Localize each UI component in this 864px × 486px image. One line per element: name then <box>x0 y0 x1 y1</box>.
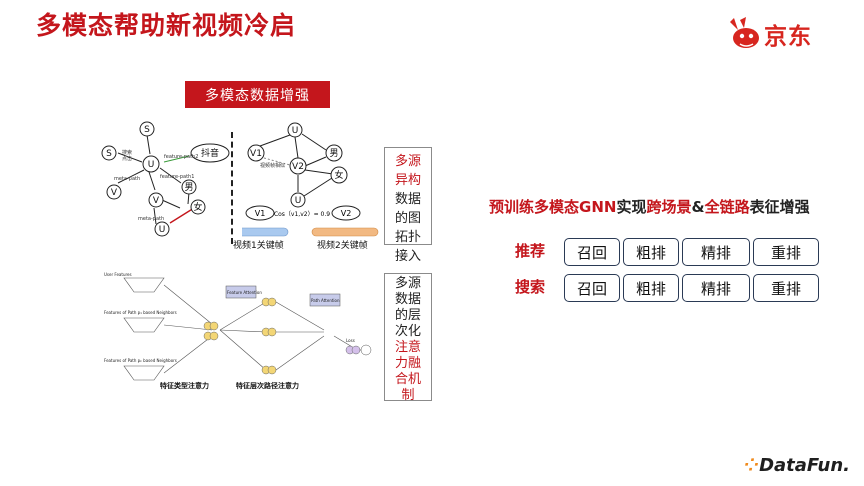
jd-logo: 京东 <box>726 14 834 52</box>
frame-similarity: V1 V2 Cos（v1,v2）= 0.9 <box>242 205 379 237</box>
frames1-caption: 视频1关键帧 <box>233 241 284 251</box>
headline-part-4: 跨场景 <box>646 198 692 216</box>
headline: 预训练多模态GNN实现跨场景&全链路表征增强 <box>489 196 810 217</box>
label-top-line-3: 数据 <box>394 192 421 207</box>
node-u-center: U <box>148 160 155 170</box>
label-top-line-5: 拓扑 <box>394 230 421 245</box>
label-bottom-line-6: 力融 <box>394 356 421 371</box>
headline-part-6: 全链路 <box>704 198 750 216</box>
rnode-u-top: U <box>292 126 299 136</box>
stage-fine-rank-recommend: 精排 <box>682 238 750 266</box>
node-v-left: V <box>111 188 118 198</box>
attention-network-diagram: User Features Features of Path p₁ based … <box>104 272 372 390</box>
net-pathk-features: Features of Path pₖ based Neighbors <box>104 358 177 363</box>
label-bottom-line-7: 合机 <box>394 372 421 387</box>
node-s-left: S <box>106 149 112 159</box>
label-topology: 多源 异构 数据 的图 拓扑 接入 <box>384 147 432 264</box>
label-bottom-line-4: 次化 <box>394 324 421 339</box>
edge-featurepath-b: feature-path2 <box>164 154 198 160</box>
rnode-v2: V2 <box>292 162 304 172</box>
sim-v1: V1 <box>255 209 266 218</box>
sim-v2: V2 <box>341 209 352 218</box>
datafun-logo-text: DataFun. <box>759 455 850 476</box>
heterogeneous-graph: S S U V V U 男 女 抖音 搜索 点击 meta-path featu… <box>101 121 230 237</box>
stage-recall-recommend: 召回 <box>564 238 620 266</box>
stage-recall-search: 召回 <box>564 274 620 302</box>
headline-part-1: 预训练多模态 <box>489 198 580 216</box>
label-bottom-line-5: 注意 <box>394 340 421 355</box>
net-caption-type-attention: 特征类型注意力 <box>160 381 209 390</box>
label-bottom-line-8: 制 <box>401 388 415 403</box>
row-label-search: 搜索 <box>515 278 546 296</box>
headline-part-2: GNN <box>579 198 617 216</box>
net-loss: Loss <box>346 338 355 343</box>
stage-coarse-rank-search: 粗排 <box>623 274 679 302</box>
stage-coarse-rank-recommend: 粗排 <box>623 238 679 266</box>
rnode-u-bottom: U <box>295 196 302 206</box>
node-u-bottom: U <box>159 225 166 235</box>
jd-brand-text: 京东 <box>764 24 812 50</box>
label-attention: 多源 数据 的层 次化 注意 力融 合机 制 <box>384 273 432 403</box>
label-bottom-line-1: 多源 <box>394 276 421 291</box>
headline-part-3: 实现 <box>616 198 647 216</box>
edge-search: 搜索 <box>122 149 132 156</box>
net-path-attention: Path Attention <box>311 298 340 303</box>
node-female: 女 <box>193 201 202 213</box>
edge-metapath-b: meta-path <box>138 216 164 222</box>
rnode-v1: V1 <box>250 149 262 159</box>
label-bottom-line-3: 的层 <box>394 308 421 323</box>
net-user-features: User Features <box>104 272 132 277</box>
label-top-line-6: 接入 <box>394 249 421 264</box>
rnode-male: 男 <box>329 148 338 159</box>
net-caption-path-attention: 特征层次路径注意力 <box>236 381 299 390</box>
label-top-line-1: 多源 <box>394 154 421 169</box>
cos-formula: Cos（v1,v2）= 0.9 <box>274 211 330 218</box>
label-top-line-4: 的图 <box>394 211 421 226</box>
stage-rerank-search: 重排 <box>753 274 819 302</box>
datafun-logo: ⁘DataFun. <box>744 455 850 476</box>
headline-part-7: 表征增强 <box>749 198 810 216</box>
video-similarity-graph: U V1 V2 男 女 U 视频帧相似 <box>247 122 348 208</box>
edge-frame-similar: 视频帧相似 <box>260 162 285 169</box>
frames2-caption: 视频2关键帧 <box>317 241 368 251</box>
node-s-top: S <box>144 125 150 135</box>
stage-rerank-recommend: 重排 <box>753 238 819 266</box>
net-path1-features: Features of Path p₁ based Neighbors <box>104 310 177 315</box>
stage-fine-rank-search: 精排 <box>682 274 750 302</box>
dashed-divider <box>231 132 233 244</box>
rnode-female: 女 <box>334 169 343 181</box>
datafun-dots-icon: ⁘ <box>744 455 760 476</box>
label-top-line-2: 异构 <box>394 173 421 188</box>
label-bottom-line-2: 数据 <box>394 292 421 307</box>
section-banner: 多模态数据增强 <box>185 81 330 108</box>
node-male: 男 <box>184 182 193 193</box>
edge-metapath-a: meta-path <box>114 176 140 182</box>
jd-dog-icon <box>730 17 759 48</box>
node-tiktok: 抖音 <box>201 147 219 159</box>
node-v-mid: V <box>153 196 160 206</box>
edge-click: 点击 <box>122 155 132 162</box>
edge-featurepath-a: feature-path1 <box>160 174 194 180</box>
row-label-recommend: 推荐 <box>515 242 546 260</box>
page-title: 多模态帮助新视频冷启 <box>36 11 297 40</box>
net-feature-attention: Feature Attention <box>227 290 262 295</box>
headline-part-5: & <box>691 198 705 216</box>
